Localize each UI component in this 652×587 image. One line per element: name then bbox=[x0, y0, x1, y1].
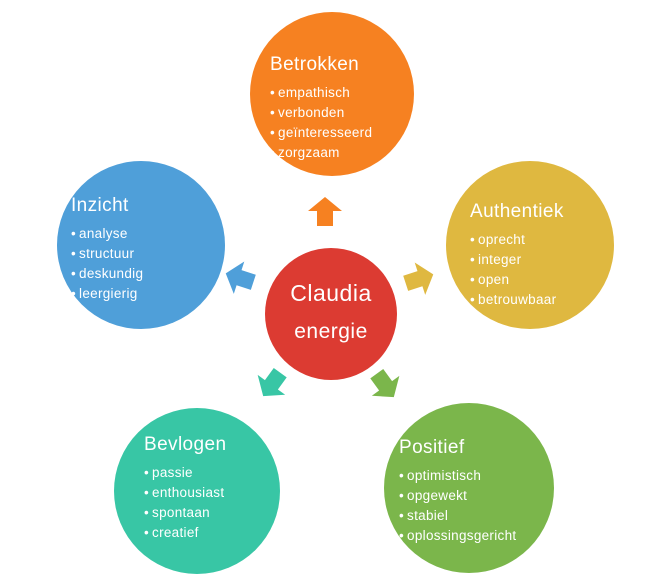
arrow-up-icon bbox=[308, 197, 342, 226]
arrow-up-right-icon bbox=[403, 262, 434, 295]
node-title: Betrokken bbox=[270, 54, 360, 75]
bullet-list: empathischverbondengeïnteresseerdzorgzaa… bbox=[270, 83, 404, 163]
node-title: Bevlogen bbox=[144, 434, 227, 455]
bullet-item: enthousiast bbox=[144, 483, 270, 503]
bullet-item: empathisch bbox=[270, 83, 404, 103]
center-subtitle: energie bbox=[294, 319, 368, 343]
bullet-item: analyse bbox=[71, 224, 215, 244]
bullet-item: leergierig bbox=[71, 284, 215, 304]
arrow-down-left-icon bbox=[257, 367, 287, 397]
node-center: Claudia energie bbox=[265, 248, 397, 380]
node-title: Inzicht bbox=[71, 195, 129, 216]
node-inzicht: Inzicht analysestructuurdeskundigleergie… bbox=[57, 161, 225, 329]
bullet-item: creatief bbox=[144, 523, 270, 543]
bullet-item: spontaan bbox=[144, 503, 270, 523]
node-title: Authentiek bbox=[470, 201, 564, 222]
node-positief: Positief optimistischopgewektstabieloplo… bbox=[384, 403, 554, 573]
bullet-item: zorgzaam bbox=[270, 143, 404, 163]
node-bevlogen: Bevlogen passieenthousiastspontaancreati… bbox=[114, 408, 280, 574]
bullet-item: oprecht bbox=[470, 230, 604, 250]
bullet-item: verbonden bbox=[270, 103, 404, 123]
bullet-item: structuur bbox=[71, 244, 215, 264]
bullet-item: oplossingsgericht bbox=[399, 526, 544, 546]
bullet-item: betrouwbaar bbox=[470, 290, 604, 310]
bullet-list: optimistischopgewektstabieloplossingsger… bbox=[399, 466, 544, 546]
bullet-item: integer bbox=[470, 250, 604, 270]
bullet-item: passie bbox=[144, 463, 270, 483]
node-betrokken: Betrokken empathischverbondengeïnteresse… bbox=[250, 12, 414, 176]
center-title: Claudia bbox=[290, 280, 372, 306]
bullet-item: deskundig bbox=[71, 264, 215, 284]
bullet-list: oprechtintegeropenbetrouwbaar bbox=[470, 230, 604, 310]
bullet-list: passieenthousiastspontaancreatief bbox=[144, 463, 270, 543]
arrow-up-left-icon bbox=[225, 261, 256, 294]
bullet-item: optimistisch bbox=[399, 466, 544, 486]
node-title: Positief bbox=[399, 437, 465, 458]
bullet-list: analysestructuurdeskundigleergierig bbox=[71, 224, 215, 304]
bullet-item: stabiel bbox=[399, 506, 544, 526]
node-authentiek: Authentiek oprechtintegeropenbetrouwbaar bbox=[446, 161, 614, 329]
arrow-down-right-icon bbox=[370, 368, 400, 398]
bullet-item: opgewekt bbox=[399, 486, 544, 506]
bullet-item: geïnteresseerd bbox=[270, 123, 404, 143]
bullet-item: open bbox=[470, 270, 604, 290]
